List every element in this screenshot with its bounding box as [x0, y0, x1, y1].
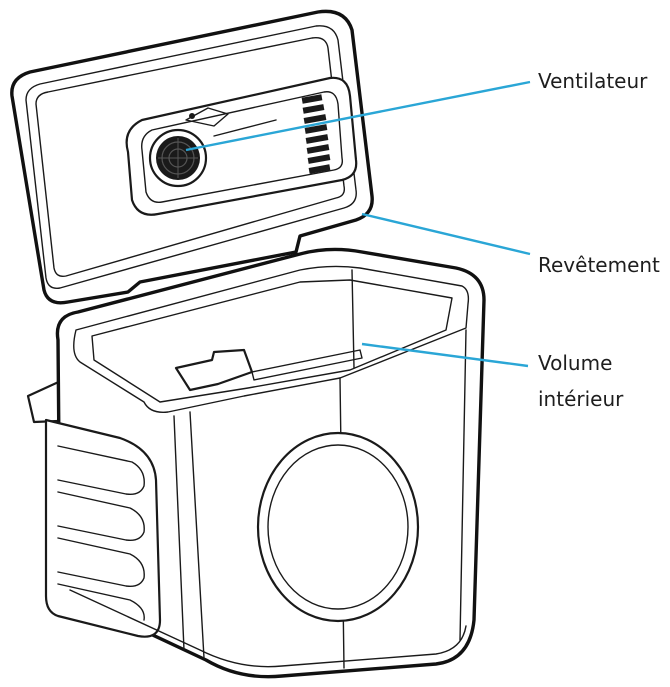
- side-panel: [44, 418, 162, 638]
- left-edge: [189, 411, 205, 659]
- interior-leader-line: [361, 342, 529, 368]
- fan-housing-inner: [141, 91, 344, 203]
- fan-grille: [148, 128, 208, 188]
- interior-label-line1: Volume: [538, 351, 612, 375]
- left-edge-2: [173, 415, 185, 651]
- coating-leader-line: [361, 212, 531, 256]
- fan-housing-detail-2: [185, 107, 229, 127]
- side-panel-ribs: [57, 445, 145, 621]
- vent-slots: [301, 94, 331, 174]
- body-rim: [73, 265, 470, 413]
- cooler-body: [26, 247, 486, 679]
- indicator-dot: [189, 113, 195, 119]
- lid-inner-rim: [25, 25, 357, 289]
- interior-back-wall: [91, 279, 453, 403]
- fan-housing-detail: [213, 119, 277, 137]
- lid: [10, 9, 374, 305]
- right-edge: [459, 329, 467, 641]
- coating-label: Revêtement: [538, 253, 660, 277]
- body-base: [69, 589, 467, 668]
- interior-label-line2: intérieur: [538, 387, 624, 411]
- front-circle: [256, 431, 420, 623]
- interior-bracket: [174, 348, 254, 392]
- interior-bar: [251, 349, 363, 381]
- lid-inner-rim-2: [35, 37, 346, 278]
- fan-label: Ventilateur: [538, 69, 648, 93]
- fan-leader-line: [185, 80, 531, 152]
